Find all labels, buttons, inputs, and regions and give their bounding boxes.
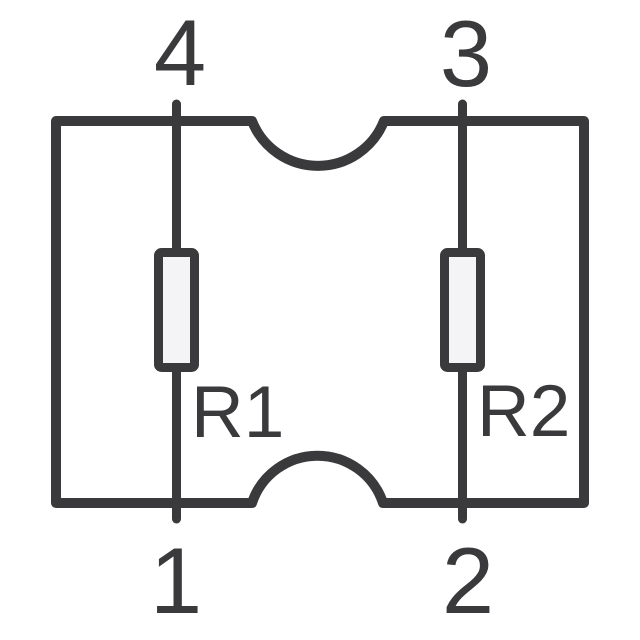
pin-label-2: 2	[442, 528, 494, 633]
resistor-label-r2: R2	[477, 371, 570, 452]
component-body-outline	[51, 116, 589, 508]
component-outline-group	[51, 116, 589, 508]
labels-group: 4 3 1 2 R1 R2	[150, 0, 570, 633]
pin-label-1: 1	[150, 528, 202, 633]
resistor-label-r1: R1	[191, 372, 284, 453]
resistor-body-r2	[440, 248, 485, 372]
resistor-bodies-group	[154, 248, 485, 372]
pin-label-4: 4	[154, 0, 206, 105]
pin-label-3: 3	[440, 1, 492, 106]
resistor-body-r1	[154, 248, 199, 372]
